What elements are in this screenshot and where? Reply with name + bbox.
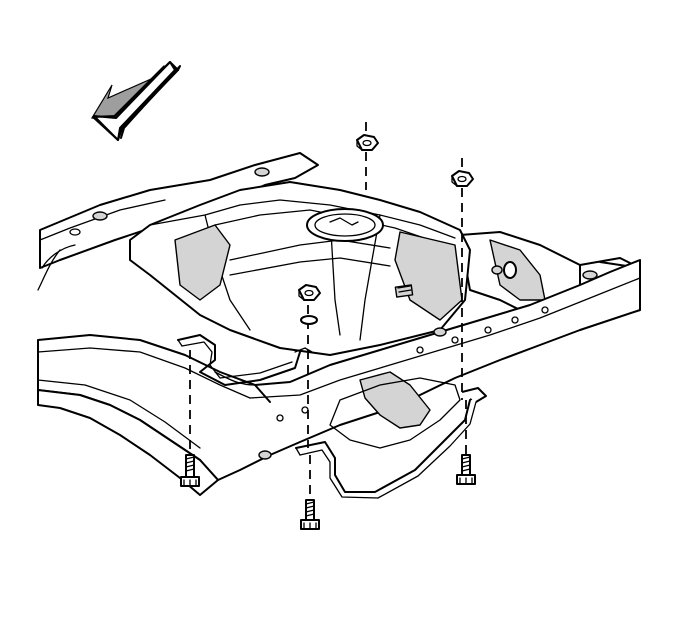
strap-bolt-3-icon — [456, 454, 476, 485]
tank-strap-left — [177, 334, 313, 386]
installation-lines — [189, 122, 467, 500]
tank-strap-right — [295, 387, 487, 499]
strap-nut-washer-icon — [300, 315, 318, 325]
strap-bolt-2-icon — [300, 499, 320, 530]
lower-frame-section — [37, 371, 461, 496]
strap-bolt-1-icon — [180, 454, 200, 487]
strap-nut-3-icon — [298, 284, 321, 301]
strap-nut-2-icon — [451, 170, 474, 187]
direction-arrow-icon — [91, 61, 181, 142]
far-frame-rail — [37, 152, 319, 291]
fuel-tank — [129, 181, 471, 356]
strap-nut-1-icon — [356, 134, 379, 151]
